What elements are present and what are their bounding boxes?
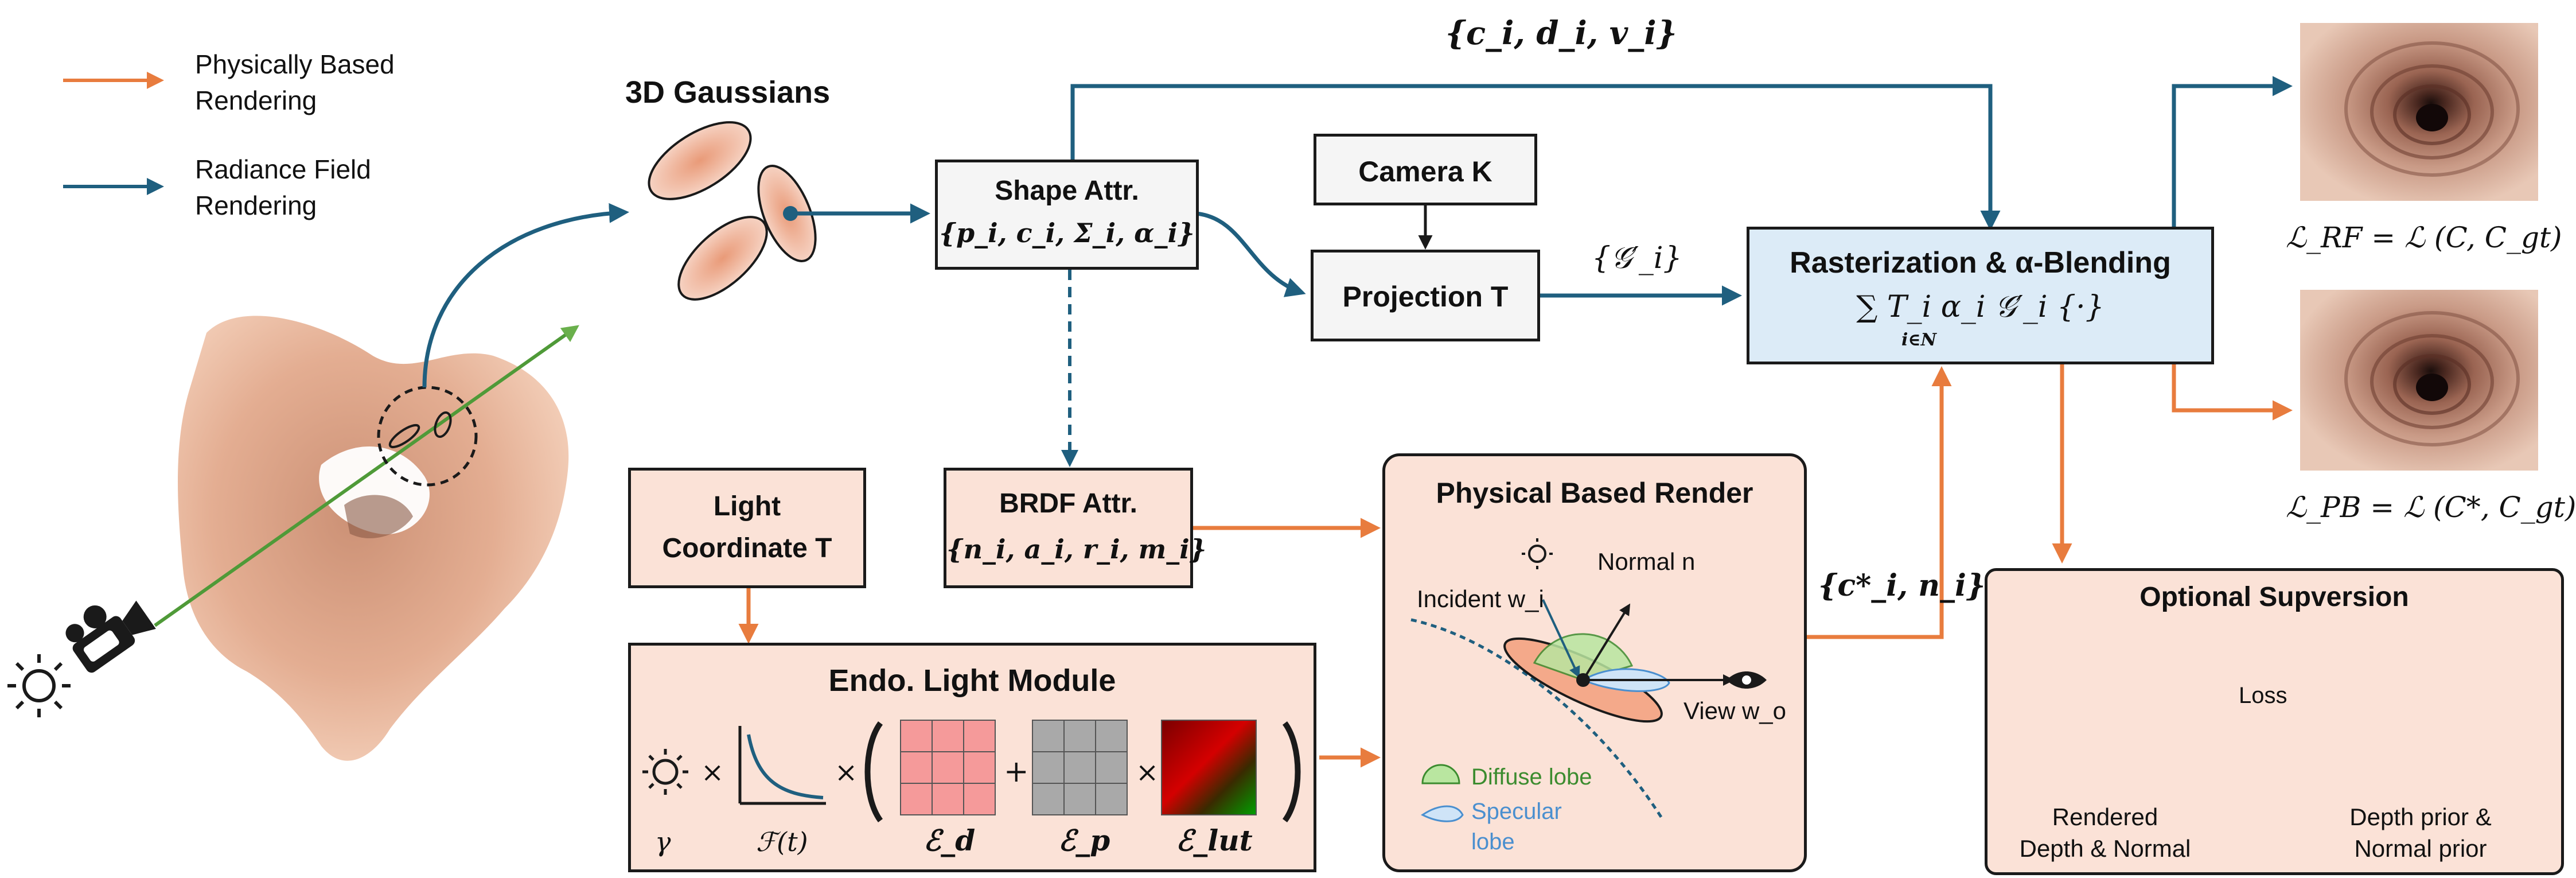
endo-elut: ℰ_lut	[1176, 823, 1253, 857]
endo-times-1: ×	[701, 756, 724, 788]
shape-attr-title: Shape Attr.	[995, 176, 1139, 206]
highlight-gaussian-a	[388, 424, 420, 449]
camera-title: Camera K	[1358, 156, 1492, 188]
shape-attr-box: Shape Attr. {p_i, c_i, Σ_i, α_i}	[935, 160, 1199, 270]
projection-title: Projection T	[1342, 281, 1509, 313]
gaussian-ellipses	[648, 121, 817, 301]
endo-light-title: Endo. Light Module	[828, 663, 1116, 698]
cloud-to-gaussians-arrow	[422, 203, 629, 388]
light-icon	[7, 654, 71, 717]
point-cloud-colon	[178, 316, 569, 761]
loss-pb-label: ℒ_PB = ℒ (C*, C_gt)	[2286, 491, 2576, 524]
g-prime-label: {𝒢′_i}	[1592, 241, 1682, 275]
endo-ep: ℰ_p	[1058, 823, 1110, 857]
rf-render-image	[2300, 23, 2538, 201]
legend-pbr-label-2: Rendering	[195, 86, 317, 115]
optional-rendered-label-2: Depth & Normal	[2019, 835, 2191, 862]
shape-to-raster-top-arrow	[1070, 84, 2001, 231]
endo-times-2: ×	[835, 756, 858, 788]
legend-pbr-label-1: Physically Based	[195, 49, 395, 79]
projection-box: Projection T	[1311, 250, 1540, 341]
brdf-attr-title: BRDF Attr.	[999, 488, 1137, 519]
endo-ed: ℰ_d	[923, 823, 976, 857]
endo-plus: +	[1004, 755, 1029, 789]
pbr-to-raster-arrow	[1807, 366, 1952, 639]
pbr-view-label: View w_o	[1683, 697, 1786, 724]
raster-sum-index: i∈N	[1901, 330, 1937, 350]
pbr-incident-label: Incident w_i	[1417, 585, 1544, 612]
pbr-specular-label-2: lobe	[1471, 829, 1515, 854]
optional-rendered-label-1: Rendered	[2052, 803, 2158, 830]
pbr-box: Physical Based Render	[1382, 453, 1807, 872]
legend-rf-label-2: Rendering	[195, 191, 317, 220]
pbr-normal-label: Normal n	[1597, 548, 1696, 575]
light-coord-line1: Light	[713, 491, 781, 522]
c-star-label: {c*_i, n_i}	[1818, 568, 1986, 603]
optional-prior-label-2: Normal prior	[2354, 835, 2487, 862]
pbr-diffuse-label: Diffuse lobe	[1471, 764, 1592, 790]
gaussian-center-dot	[783, 206, 798, 221]
light-coord-line2: Coordinate T	[662, 533, 832, 564]
top-attr-label: {c_i, d_i, v_i}	[1445, 14, 1677, 52]
highlight-circle	[377, 386, 478, 487]
loss-rf-label: ℒ_RF = ℒ (C, C_gt)	[2286, 221, 2562, 254]
endo-gamma: γ	[655, 826, 671, 857]
camera-axis	[154, 325, 579, 627]
brdf-attr-formula: {n_i, a_i, r_i, m_i}	[946, 534, 1207, 565]
shape-attr-formula: {p_i, c_i, Σ_i, α_i}	[939, 217, 1195, 248]
raster-to-rf-arrow	[2172, 76, 2293, 227]
shape-to-projection-arrow	[1195, 211, 1306, 297]
brdf-attr-box: BRDF Attr. {n_i, a_i, r_i, m_i}	[944, 468, 1207, 588]
camera-box: Camera K	[1314, 134, 1537, 205]
legend-rf-label-1: Radiance Field	[195, 154, 371, 184]
highlight-gaussian-b	[434, 411, 452, 438]
light-coord-box: Light Coordinate T	[628, 468, 866, 588]
camera-icon	[65, 600, 156, 673]
pb-render-image	[2300, 290, 2538, 471]
pbr-specular-label-1: Specular	[1471, 799, 1562, 824]
endo-ft: ℱ(t)	[756, 826, 808, 857]
optional-title: Optional Supversion	[2139, 582, 2409, 612]
raster-box: Rasterization & α-Blending ∑ T_i α_i 𝒢′_…	[1747, 227, 2214, 364]
raster-title: Rasterization & α-Blending	[1790, 246, 2171, 279]
optional-prior-label-1: Depth prior &	[2349, 803, 2492, 830]
optional-supervision-box: Optional Supversion	[1985, 568, 2564, 875]
raster-formula: ∑ T_i α_i 𝒢′_i {·}	[1856, 290, 2105, 324]
pbr-title: Physical Based Render	[1436, 477, 1753, 509]
optional-loss-label: Loss	[2239, 683, 2287, 708]
endo-times-3: ×	[1136, 756, 1159, 788]
gaussians-title: 3D Gaussians	[625, 75, 831, 110]
raster-to-pb-arrow	[2172, 359, 2293, 421]
